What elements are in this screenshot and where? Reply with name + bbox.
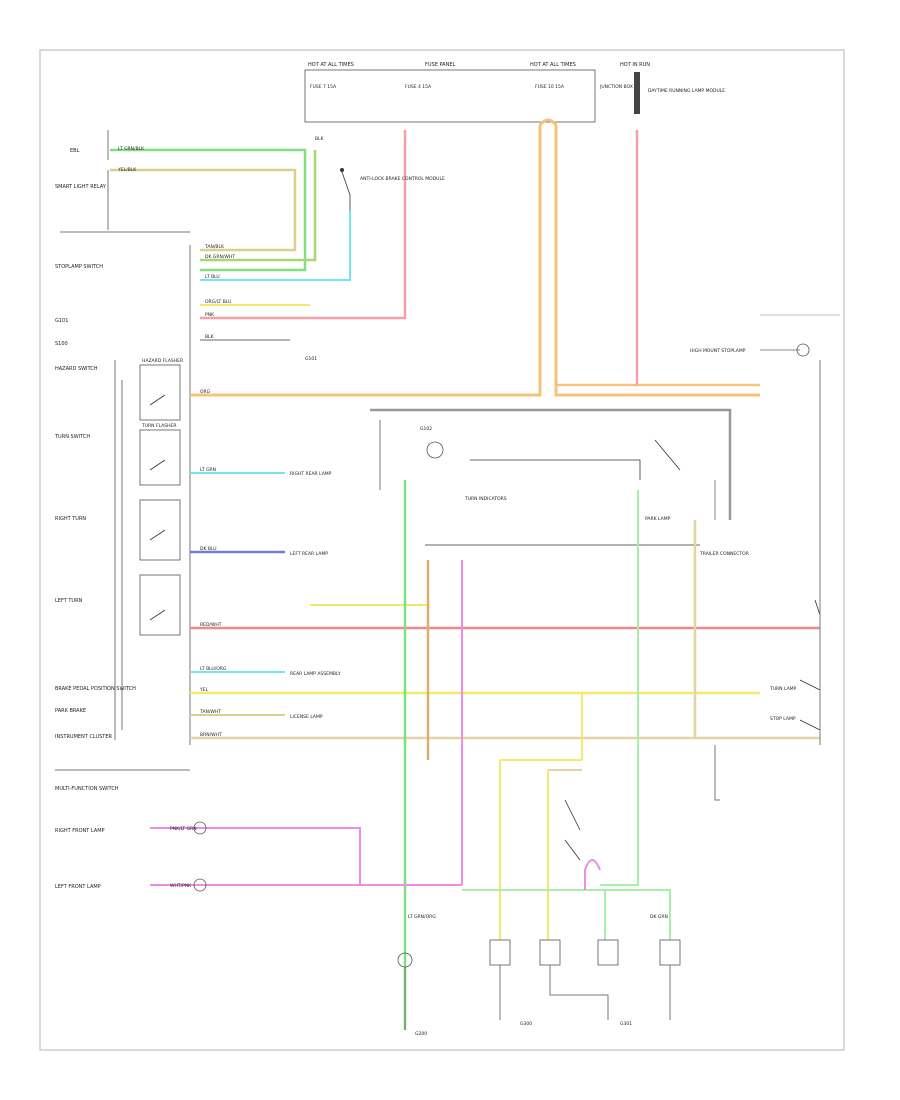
ground-left-label: G101 [55,318,68,324]
park-lamp-label: PARK LAMP [645,516,671,522]
wire-brn-wht: BRN/WHT [200,732,222,738]
left-labels: EBL SMART LIGHT RELAY STOPLAMP SWITCH G1… [54,148,136,890]
hazard-switch-label: HAZARD SWITCH [55,366,98,372]
right-front-lamp-label: RIGHT FRONT LAMP [55,828,105,834]
turn-lamp-label: TURN LAMP [769,686,797,692]
ground-g101-label: G101 [305,356,317,362]
hot-in-run-module: HOT IN RUN DAYTIME RUNNING LAMP MODULE [620,62,725,114]
daytime-running-label: DAYTIME RUNNING LAMP MODULE [648,88,725,94]
wire-yel-blk: YEL/BLK [117,167,137,173]
fuse-right-label: FUSE 10 15A [535,84,565,90]
fuse-left-label: FUSE 7 15A [310,84,337,90]
fuse-panel-label-right: HOT AT ALL TIMES [530,62,576,68]
wire-tan-blk: TAN/BLK [204,244,225,250]
brake-switch-label: BRAKE PEDAL POSITION SWITCH [55,686,136,692]
wire-lt-blu-org: LT BLU/ORG [200,666,227,672]
anti-lock-label: ANTI-LOCK BRAKE CONTROL MODULE [360,176,445,182]
wire-wht-pnk: WHT/PNK [170,883,192,889]
junction-box-label: JUNCTION BOX [599,84,633,90]
wire-lt-grn-org: LT GRN/ORG [408,914,436,920]
right-lower [714,360,821,801]
turn-indicators-label: TURN INDICATORS [464,496,507,502]
left-turn-label: LEFT TURN [55,598,83,604]
rear-lamps-label: REAR LAMP ASSEMBLY [290,671,341,677]
stoplamp-switch-label: STOPLAMP SWITCH [55,264,103,270]
multifunction-switch-label: MULTI-FUNCTION SWITCH [55,786,119,792]
wire-dk-grn: DK GRN [650,914,668,920]
fuse-panel-label: HOT AT ALL TIMES [308,62,354,68]
bottom-lamps: G200 G300 G301 [397,939,681,1037]
wire-blk: BLK [205,334,215,340]
wire-dk-grn-wht: DK GRN/WHT [205,254,235,260]
hazard-flasher-label: HAZARD FLASHER [142,358,183,364]
left-front-lamp-label: LEFT FRONT LAMP [55,884,101,890]
ground-g200-label: G200 [415,1031,427,1037]
wire-lt-grn: LT GRN [200,467,216,473]
ground-g300-label: G300 [520,1021,532,1027]
hot-in-run-label: HOT IN RUN [620,62,650,68]
fuse-panel-box: HOT AT ALL TIMES FUSE PANEL HOT AT ALL T… [304,62,633,123]
turn-switch-label: TURN SWITCH [54,434,90,440]
diagram-frame [39,49,845,1051]
license-lamp-label: LICENSE LAMP [290,714,323,720]
stop-lamp-label: STOP LAMP [770,716,796,722]
park-brake-label: PARK BRAKE [55,708,86,714]
instrument-cluster-label: INSTRUMENT CLUSTER [55,734,113,740]
switch-blocks: HAZARD FLASHER TURN FLASHER [139,358,183,636]
ebl-label: EBL [70,148,80,154]
right-turn-label: RIGHT TURN [55,516,86,522]
wire-dk-blu: DK BLU [200,546,217,552]
wire-blk-top: BLK [315,136,325,142]
ground-right-label: G102 [420,426,432,432]
right-top-wires: HIGH MOUNT STOPLAMP [635,130,840,385]
wire-tan-wht: TAN/WHT [199,709,221,715]
central-module: G102 TURN INDICATORS PARK LAMP TRAILER C… [370,408,749,557]
turn-flasher-label: TURN FLASHER [141,423,176,429]
wire-pnk-lt-grn: PNK/LT GRN [170,826,197,832]
lower-wires: PNK/LT GRN WHT/PNK LT GRN/ORG DK GRN [150,759,671,940]
ground-g301-label: G301 [620,1021,632,1027]
wire-lt-grn-blk: LT GRN/BLK [118,146,145,152]
wire-org: ORG [200,389,211,395]
wire-lt-blu: LT BLU [205,274,220,280]
wire-org-lt-blu: ORG/LT BLU [205,299,231,305]
left-bus [55,130,191,771]
fuse-panel-label-center: FUSE PANEL [425,62,455,68]
trailer-label: TRAILER CONNECTOR [699,551,749,557]
right-rear-label: RIGHT REAR LAMP [290,471,332,477]
wire-pnk: PNK [205,312,215,318]
top-left-wires: LT GRN/BLK YEL/BLK DK GRN/WHT TAN/BLK LT… [110,130,407,341]
center-vertical-wires [403,480,716,1030]
orange-wires: ORG [190,118,760,397]
high-mount-label: HIGH MOUNT STOPLAMP [690,348,746,354]
wire-red-wht: RED/WHT [200,622,222,628]
fuse-block-label: FUSE 4 15A [405,84,432,90]
left-rear-label: LEFT REAR LAMP [290,551,328,557]
smart-light-relay-label: SMART LIGHT RELAY [55,184,107,190]
wire-yel: YEL [199,687,209,693]
middle-horizontal-wires: LT GRN DK BLU RED/WHT LT BLU/ORG YEL TAN… [190,467,820,740]
splice-label: S100 [55,341,68,347]
relay-switch: ANTI-LOCK BRAKE CONTROL MODULE G101 [305,168,445,362]
